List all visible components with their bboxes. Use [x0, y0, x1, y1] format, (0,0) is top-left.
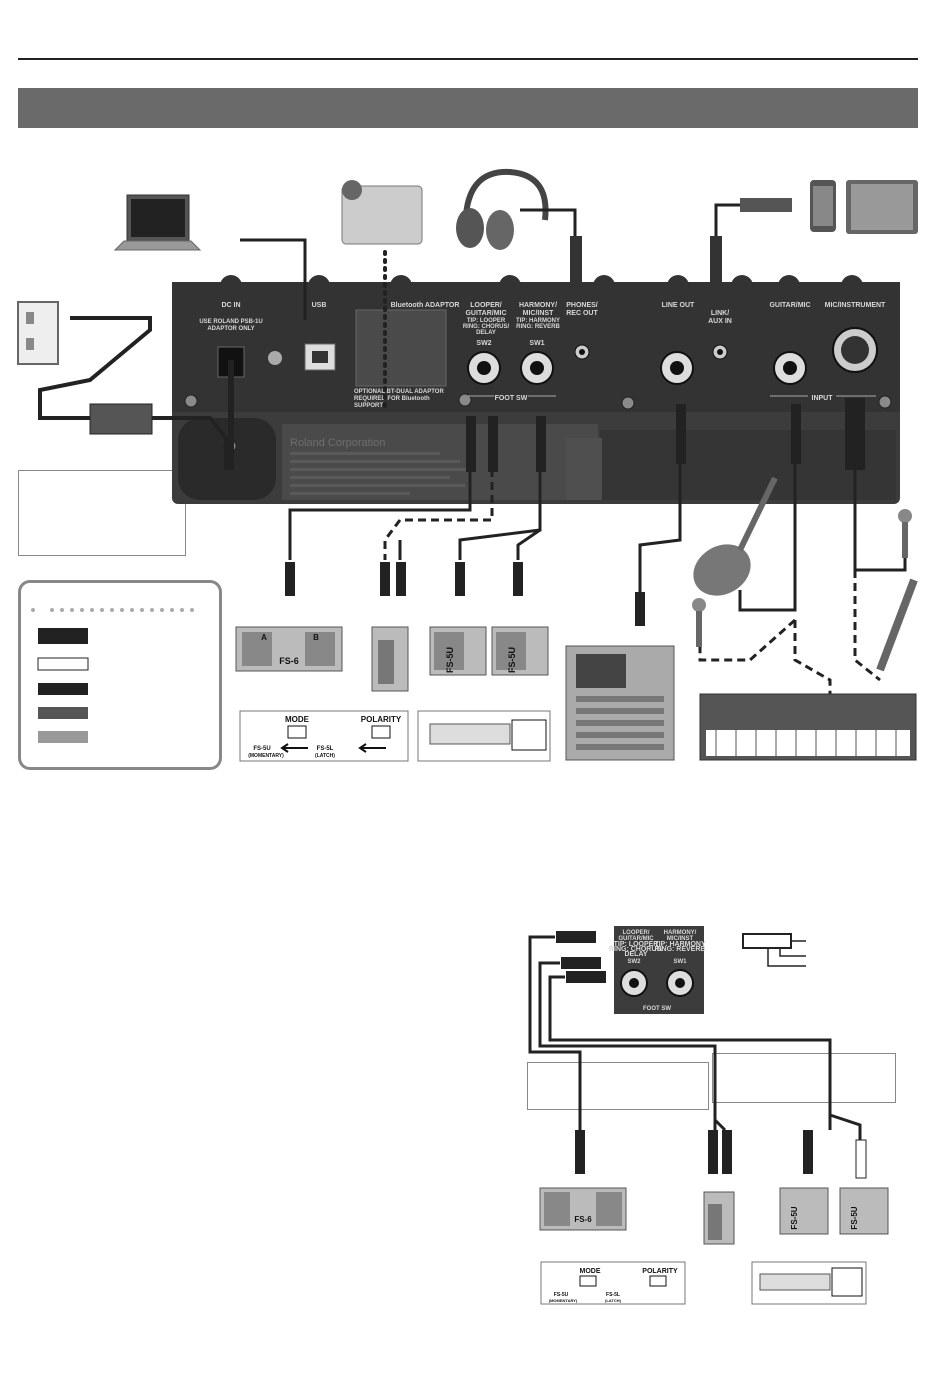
- harmony-tip-line1: TIP: HARMONY: [516, 318, 560, 324]
- inset-looper-tip2: RING: CHORUS/: [609, 946, 663, 953]
- microphone-icon-2: [692, 598, 706, 647]
- phones-label-line2: REC OUT: [566, 310, 598, 317]
- inset-latch-label: (LATCH): [605, 1298, 622, 1303]
- inset-momentary-label: (MOMENTARY): [549, 1298, 578, 1303]
- harmony-label-line1: HARMONY/: [519, 302, 557, 309]
- icube-label-line1: LINK/: [711, 310, 729, 317]
- inset-harmony-tip1: TIP: HARMONY: [654, 941, 706, 948]
- inset-fs5u-label-2: FS-5U: [850, 1206, 859, 1229]
- brand-text: Roland Corporation: [290, 437, 385, 449]
- tablet-icon: [846, 180, 918, 234]
- momentary-label: (MOMENTARY): [248, 753, 284, 759]
- bt-adaptor-label: Bluetooth ADAPTOR: [391, 302, 460, 309]
- fs5u-pedal-1: FS-5U: [429, 626, 487, 676]
- rear-panel: Roland Corporation: [172, 282, 900, 504]
- inset-polarity-label: POLARITY: [642, 1268, 678, 1275]
- inset-looper-line2: GUITAR/MIC: [618, 936, 654, 942]
- foot-sw-label: FOOT SW: [495, 395, 528, 402]
- inset-fs5u-pedal-1: FS-5U: [779, 1187, 829, 1235]
- trs-plug-diagram: [742, 933, 806, 967]
- section-heading-band: [18, 88, 918, 128]
- fs6-b-label: B: [313, 633, 319, 642]
- harmony-label-line2: MIC/INST: [523, 310, 554, 317]
- mode-polarity-box: [239, 710, 409, 762]
- looper-tip-line1: TIP: LOOPER: [467, 318, 506, 324]
- microphone-icon: [898, 509, 912, 558]
- sw2-label: SW2: [476, 340, 491, 347]
- fs5u-model-label-2: FS-5U: [507, 647, 517, 673]
- looper-tip-line3: DELAY: [476, 330, 496, 336]
- keyboard-synth-icon: [699, 693, 917, 761]
- fs6-model-label: FS-6: [279, 656, 299, 666]
- looper-label-line1: LOOPER/: [470, 302, 502, 309]
- looper-tip-line2: RING: CHORUS/: [463, 324, 510, 330]
- harmony-tip-line2: RING: REVERB: [516, 324, 560, 330]
- top-rule: [18, 58, 918, 60]
- phones-label-line1: PHONES/: [566, 302, 598, 309]
- usb-label: USB: [312, 302, 327, 309]
- inset-harmony-line2: MIC/INST: [667, 936, 694, 942]
- phones-cable: [520, 208, 577, 240]
- mode-label: MODE: [285, 715, 310, 724]
- fs5u-momentary-label: FS-5U: [253, 746, 270, 752]
- inset-foot-sw-label: FOOT SW: [643, 1006, 671, 1012]
- laptop-icon: [113, 194, 202, 251]
- inset-harmony-line1: HARMONY/: [664, 930, 697, 936]
- fs5l-label: FS-5L: [317, 746, 334, 752]
- usb-cable: [240, 238, 307, 320]
- fs6-pedal: A B FS-6: [235, 626, 343, 672]
- inset-sw1-label: SW1: [673, 959, 687, 965]
- inset-looper-tip3: DELAY: [624, 951, 647, 958]
- fs6-a-label: A: [261, 633, 267, 642]
- inset-sw2-label: SW2: [627, 959, 641, 965]
- inset-harmony-tip2: RING: REVERB: [655, 946, 706, 953]
- mic-instrument-label: MIC/INSTRUMENT: [825, 302, 886, 309]
- fs5u-pedal-2: FS-5U: [491, 626, 549, 676]
- adaptor-note-line2: ADAPTOR ONLY: [207, 326, 254, 332]
- dc-in-label: DC IN: [221, 302, 240, 309]
- inset-fs6-model-label: FS-6: [574, 1215, 592, 1224]
- sw1-label: SW1: [529, 340, 544, 347]
- inset-looper-line1: LOOPER/: [622, 930, 649, 936]
- inset-cables: [528, 935, 862, 1140]
- polarity-label: POLARITY: [361, 715, 402, 724]
- aux-cable: [714, 203, 740, 240]
- inset-fs6-pedal: FS-6: [539, 1187, 627, 1231]
- electric-guitar-icon: [876, 578, 918, 672]
- mixer-icon: [565, 645, 675, 761]
- icube-label-line2: AUX IN: [708, 318, 732, 325]
- input-label: INPUT: [812, 395, 834, 402]
- inset-fs5u-momentary-label: FS-5U: [554, 1292, 569, 1298]
- acoustic-guitar-icon: [693, 476, 778, 596]
- wall-outlet-icon: [17, 301, 59, 365]
- inset-fs5u-pedal-2: FS-5U: [839, 1187, 889, 1235]
- inset-mode-label: MODE: [580, 1268, 601, 1275]
- callout-markers: [220, 275, 863, 347]
- panel-jacks: [217, 309, 878, 387]
- power-cable: [38, 316, 152, 420]
- power-note-box: [18, 470, 186, 556]
- cable-legend: [31, 608, 194, 743]
- fs5u-model-label-1: FS-5U: [445, 647, 455, 673]
- looper-label-line2: GUITAR/MIC: [465, 310, 506, 317]
- bt-note-line3: SUPPORT: [354, 403, 383, 409]
- guitar-mic-label: GUITAR/MIC: [769, 302, 810, 309]
- line-out-label: LINE OUT: [662, 302, 695, 309]
- inset-note-box-left: [527, 1062, 709, 1110]
- bt-note-line1: OPTIONAL BT-DUAL ADAPTOR: [354, 389, 444, 395]
- inset-fs5l-label: FS-5L: [606, 1292, 620, 1298]
- headphones-icon: [456, 168, 549, 250]
- inset-fs5u-label-1: FS-5U: [790, 1206, 799, 1229]
- inset-mode-polarity-box: [540, 1261, 686, 1305]
- bt-adaptor-icon: [341, 180, 423, 245]
- inset-panel: LOOPER/ GUITAR/MIC TIP: LOOPER RING: CHO…: [609, 926, 706, 1014]
- inset-note-box-right: [712, 1053, 896, 1103]
- bt-note-line2: REQUIRED FOR Bluetooth: [354, 396, 430, 402]
- smartphone-icon: [810, 180, 836, 232]
- ac-adaptor-icon: [89, 403, 153, 435]
- latch-label: (LATCH): [315, 753, 335, 759]
- inset-looper-tip1: TIP: LOOPER: [614, 941, 659, 948]
- adaptor-note-line1: USE ROLAND PSB-1U: [199, 319, 262, 325]
